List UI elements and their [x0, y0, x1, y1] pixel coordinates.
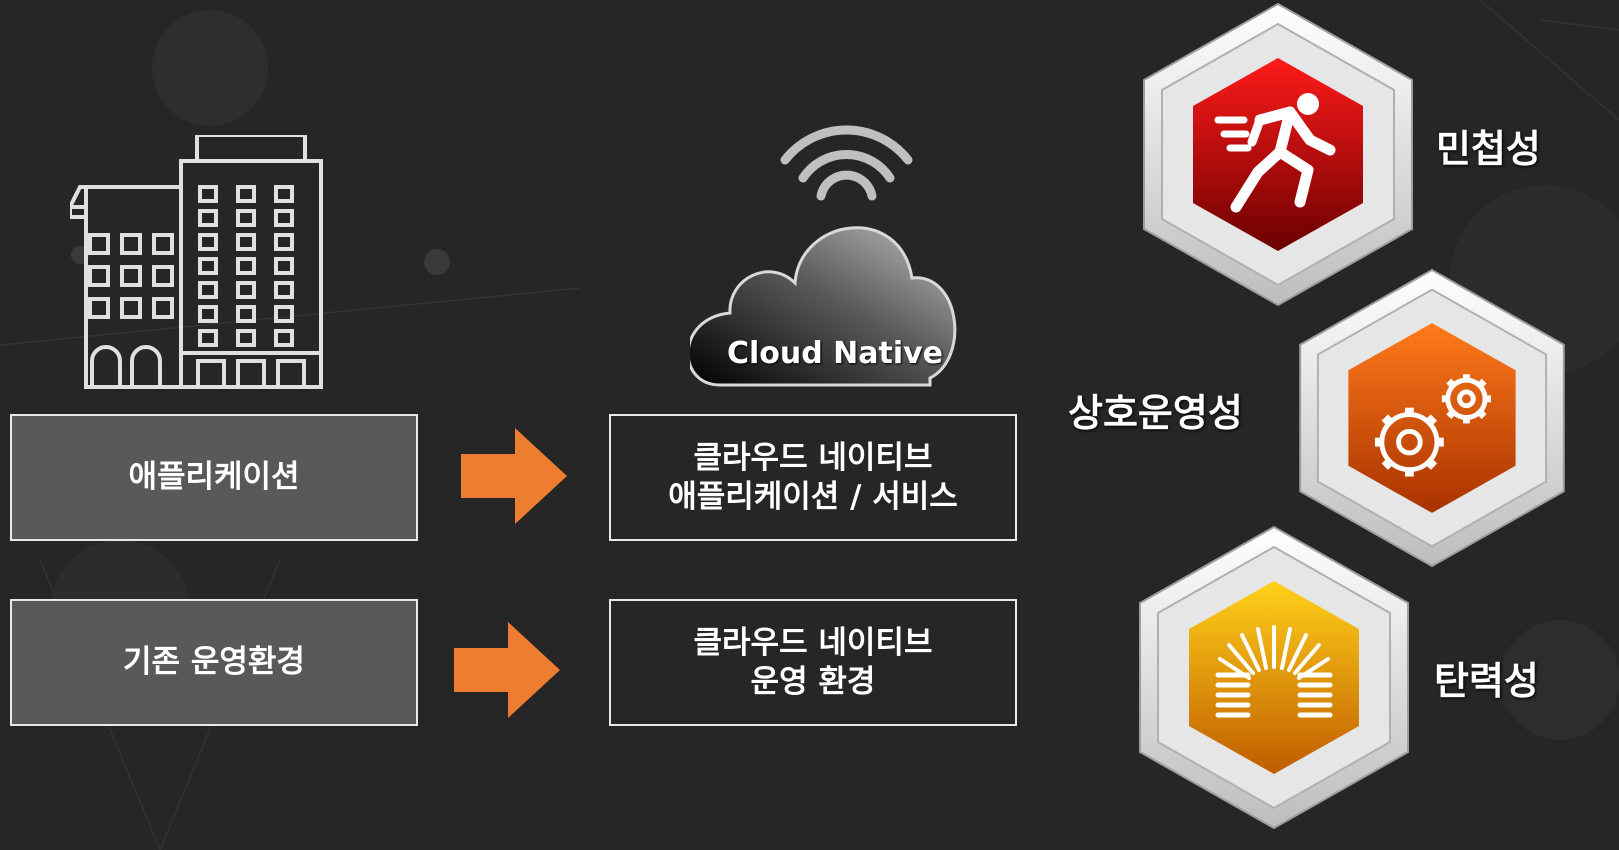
cloud-native-app-box: 클라우드 네이티브 애플리케이션 / 서비스: [609, 414, 1017, 541]
gears-icon: [1374, 374, 1492, 477]
right-arrow-icon: [454, 622, 560, 718]
cloud-native-app-line1: 클라우드 네이티브: [693, 439, 933, 476]
cloud-native-app-line2: 애플리케이션 / 서비스: [668, 478, 958, 515]
application-box-label: 애플리케이션: [128, 459, 300, 495]
existing-operation-box-label: 기존 운영환경: [123, 644, 305, 680]
agility-hexagon: [1143, 2, 1413, 307]
agility-label: 민첩성: [1436, 127, 1541, 171]
elasticity-hexagon: [1139, 525, 1409, 830]
existing-operation-box: 기존 운영환경: [10, 599, 418, 726]
cloud-native-label: Cloud Native: [726, 336, 944, 371]
right-arrow-icon: [461, 428, 567, 524]
cloud-native-graphic: Cloud Native: [690, 118, 980, 408]
interoperability-label: 상호운영성: [1068, 391, 1243, 435]
elasticity-label: 탄력성: [1434, 659, 1539, 703]
cloud-native-ops-line2: 운영 환경: [750, 663, 876, 700]
application-box: 애플리케이션: [10, 414, 418, 541]
cloud-native-ops-line1: 클라우드 네이티브: [693, 624, 933, 661]
cloud-native-ops-box: 클라우드 네이티브 운영 환경: [609, 599, 1017, 726]
interoperability-hexagon: [1299, 268, 1565, 568]
wifi-icon: [780, 125, 913, 201]
cloud-icon: [690, 125, 957, 387]
running-person-icon: [1214, 93, 1336, 213]
building-icon: [70, 135, 323, 389]
spring-coil-icon: [1215, 625, 1333, 718]
